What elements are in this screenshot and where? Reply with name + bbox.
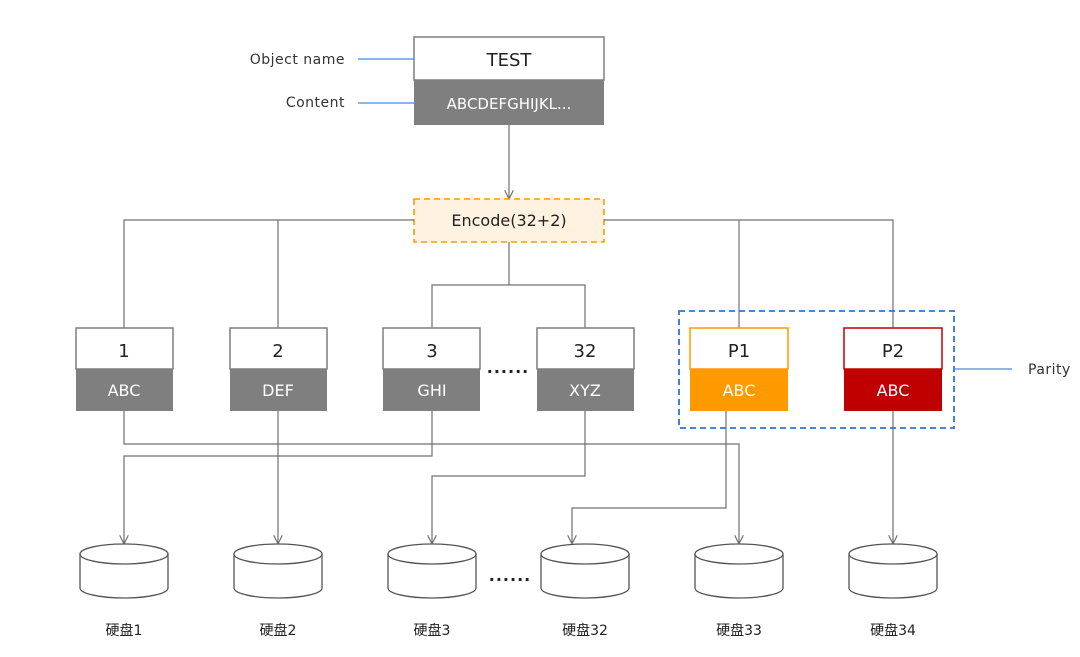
data-block-content: GHI <box>417 381 446 400</box>
data-block-content: ABC <box>108 381 141 400</box>
disk-3: 硬盘3 <box>387 543 477 639</box>
data-block-id: 3 <box>426 341 437 362</box>
parity-block-id: P1 <box>728 341 750 362</box>
data-block-content: XYZ <box>569 381 601 400</box>
parity-block-p1: P1 ABC <box>689 327 789 411</box>
disk-label: 硬盘3 <box>414 622 451 639</box>
disk-32: 硬盘32 <box>540 543 630 639</box>
encode-connectors <box>123 219 894 328</box>
encode-label: Encode(32+2) <box>451 211 566 230</box>
disk-label: 硬盘34 <box>870 622 916 639</box>
disk-33: 硬盘33 <box>694 543 784 639</box>
disk-label: 硬盘1 <box>106 622 143 639</box>
blocks-ellipsis: ...... <box>487 358 529 377</box>
encode-box: Encode(32+2) <box>413 198 605 243</box>
content-label: Content <box>286 95 345 111</box>
disk-label: 硬盘32 <box>562 622 608 639</box>
parity-block-content: ABC <box>723 381 756 400</box>
object-content: ABCDEFGHIJKL... <box>447 95 572 113</box>
data-block-id: 1 <box>118 341 129 362</box>
disk-1: 硬盘1 <box>79 543 169 639</box>
data-block-1: 1 ABC <box>75 327 174 411</box>
parity-label: Parity <box>1028 362 1071 378</box>
disk-label: 硬盘33 <box>716 622 762 639</box>
data-block-id: 32 <box>574 341 597 362</box>
data-block-content: DEF <box>262 381 294 400</box>
parity-block-content: ABC <box>877 381 910 400</box>
data-block-32: 32 XYZ <box>536 327 635 411</box>
object-box: TEST ABCDEFGHIJKL... <box>413 36 605 125</box>
disk-2: 硬盘2 <box>233 543 323 639</box>
data-block-id: 2 <box>272 341 283 362</box>
data-block-3: 3 GHI <box>382 327 481 411</box>
data-block-2: 2 DEF <box>229 327 328 411</box>
object-name-label: Object name <box>250 52 345 68</box>
block-to-disk-lines <box>124 411 893 543</box>
parity-block-id: P2 <box>882 341 904 362</box>
disk-34: 硬盘34 <box>848 543 938 639</box>
disks-ellipsis: ...... <box>489 566 531 585</box>
disk-label: 硬盘2 <box>260 622 297 639</box>
object-name: TEST <box>486 50 533 71</box>
parity-block-p2: P2 ABC <box>843 327 943 411</box>
